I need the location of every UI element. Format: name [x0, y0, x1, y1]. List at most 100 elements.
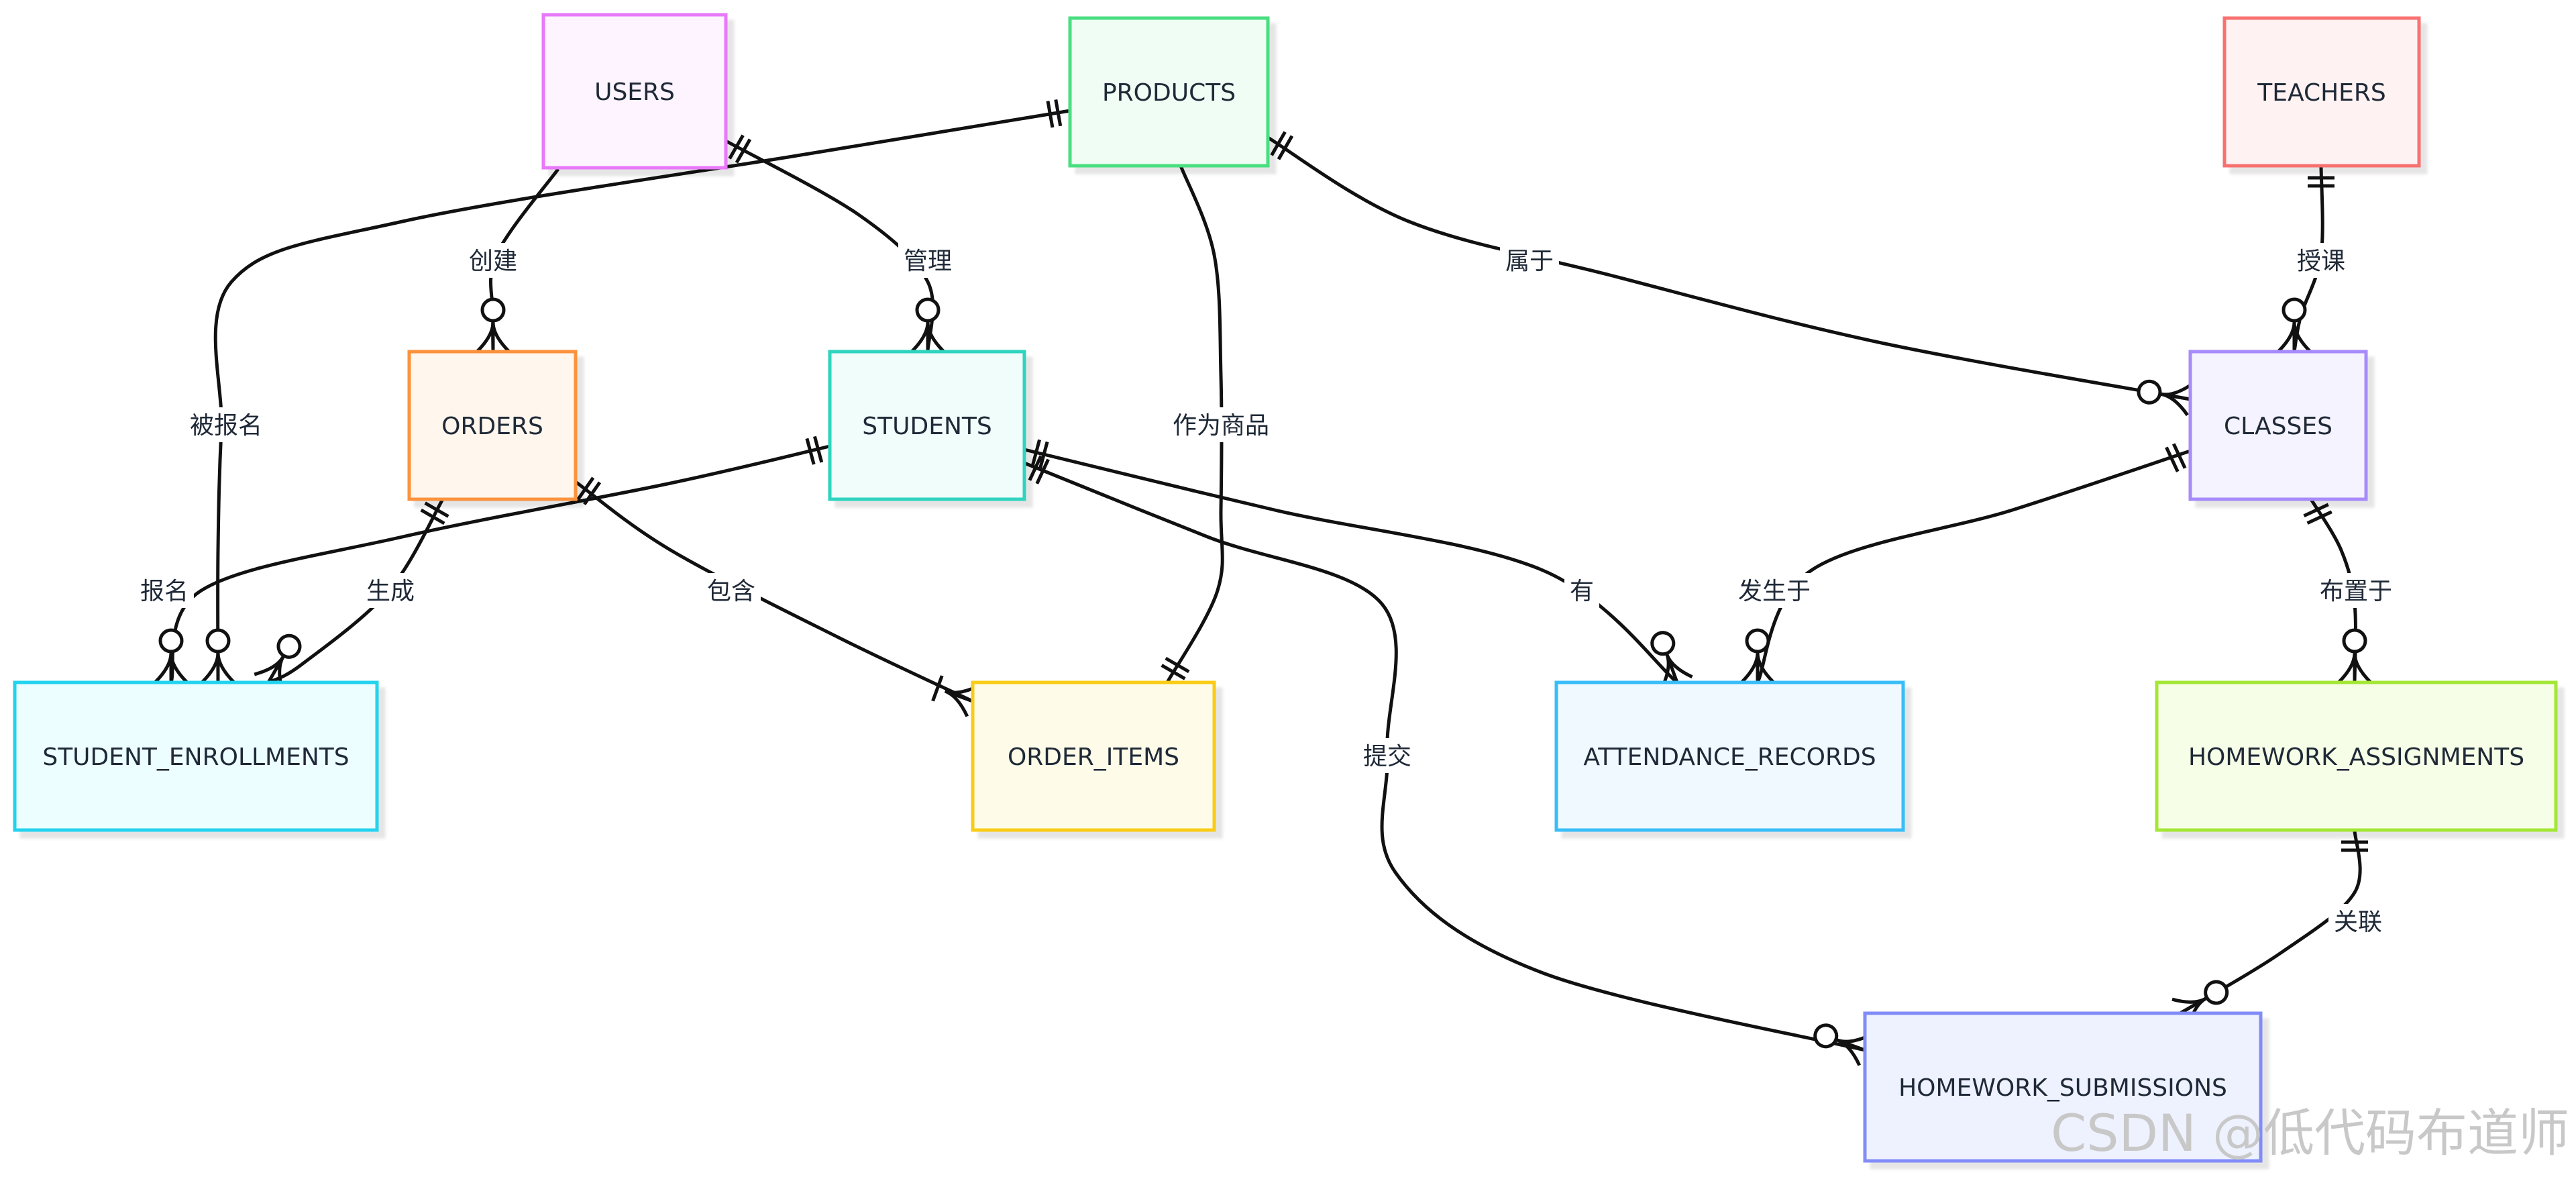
entity-box — [1554, 680, 1905, 832]
label-background — [702, 573, 761, 608]
cardinality-markers — [154, 99, 2372, 1066]
relationship-label-students-attendance: 有 — [1564, 573, 1599, 608]
relationship-label-text: 被报名 — [190, 412, 262, 440]
entity-attendance-records[interactable]: ATTENDANCE_RECORDS — [1554, 680, 1905, 832]
entity-teachers[interactable]: TEACHERS — [2222, 16, 2421, 168]
relationship-label-users-students: 管理 — [898, 243, 957, 278]
label-background — [135, 573, 194, 608]
many-cardinality-marker — [201, 628, 235, 684]
entity-boxes: USERS PRODUCTS TEACHERS ORDERS STUDENTS CLASS… — [13, 13, 2558, 1163]
many-cardinality-marker — [1740, 628, 1775, 684]
relationship-label-orders-enrollments: 生成 — [361, 573, 420, 608]
one-cardinality-marker — [2308, 176, 2334, 188]
entity-student-enrollments[interactable]: STUDENT_ENROLLMENTS — [13, 680, 379, 832]
entity-name: HOMEWORK_ASSIGNMENTS — [2188, 744, 2524, 771]
label-background — [1731, 573, 1817, 608]
one-cardinality-marker — [2303, 503, 2332, 525]
relationship-line-classes-attendance — [1756, 449, 2191, 684]
relationship-label-text: 作为商品 — [1173, 412, 1269, 440]
relationship-label-text: 授课 — [2297, 248, 2345, 275]
entity-box — [13, 680, 379, 832]
label-background — [1500, 243, 1559, 278]
entity-name: USERS — [594, 79, 675, 106]
entity-students[interactable]: STUDENTS — [828, 350, 1026, 501]
entity-box — [2222, 16, 2421, 168]
entity-name: ORDER_ITEMS — [1008, 744, 1179, 771]
entity-users[interactable]: USERS — [541, 13, 728, 170]
entity-box — [971, 680, 1216, 832]
relationship-label-products-order-items: 作为商品 — [1165, 407, 1277, 442]
entity-box — [1863, 1011, 2263, 1163]
one-cardinality-marker — [728, 134, 752, 164]
entity-name: ORDERS — [441, 413, 543, 440]
relationship-label-homework-submissions: 关联 — [2328, 904, 2387, 939]
entity-orders[interactable]: ORDERS — [407, 350, 578, 501]
entity-products[interactable]: PRODUCTS — [1068, 16, 1270, 168]
entity-homework-assignments[interactable]: HOMEWORK_ASSIGNMENTS — [2155, 680, 2558, 832]
one-cardinality-marker — [805, 435, 824, 465]
relationship-label-students-enrollments: 报名 — [135, 573, 194, 608]
entity-order-items[interactable]: ORDER_ITEMS — [971, 680, 1216, 832]
relationship-label-products-classes: 属于 — [1500, 243, 1559, 278]
relationship-label-text: 有 — [1570, 578, 1594, 605]
relationship-line-orders-enrollments — [267, 498, 445, 684]
relationship-label-text: 发生于 — [1738, 578, 1811, 605]
watermark: CSDN @低代码布道师 — [2051, 1103, 2569, 1163]
many-cardinality-marker — [1813, 1023, 1872, 1066]
relationship-label-classes-attendance: 发生于 — [1731, 573, 1817, 608]
relationship-label-text: 关联 — [2334, 909, 2382, 936]
entity-classes[interactable]: CLASSES — [2188, 350, 2368, 501]
label-background — [361, 573, 420, 608]
entity-box — [1068, 16, 1270, 168]
entity-box — [541, 13, 728, 170]
label-background — [464, 243, 523, 278]
entity-box — [828, 350, 1026, 501]
one-cardinality-marker — [420, 501, 449, 525]
many-cardinality-marker — [2137, 379, 2194, 417]
one-cardinality-marker — [576, 476, 602, 506]
relationship-label-teachers-classes: 授课 — [2292, 243, 2351, 278]
label-background — [183, 407, 269, 442]
relationship-line-products-enrollments — [213, 109, 1071, 683]
label-background — [2328, 904, 2387, 939]
many-cardinality-marker — [2277, 297, 2312, 353]
relationship-label-text: 属于 — [1505, 248, 1554, 275]
entity-name: STUDENT_ENROLLMENTS — [42, 744, 349, 771]
many-cardinality-marker — [910, 297, 945, 353]
relationship-label-text: 创建 — [469, 248, 517, 275]
relationship-label-orders-order-items: 包含 — [702, 573, 761, 608]
entity-box — [2188, 350, 2368, 501]
one-cardinality-marker — [1028, 455, 1050, 484]
label-background — [2292, 243, 2351, 278]
many-cardinality-marker — [476, 297, 511, 353]
one-cardinality-marker — [1030, 439, 1049, 468]
label-background — [1165, 407, 1277, 442]
label-background — [898, 243, 957, 278]
entity-box — [407, 350, 578, 501]
label-background — [2313, 573, 2399, 608]
one-cardinality-marker — [2165, 443, 2187, 472]
label-background — [1564, 573, 1599, 608]
one-cardinality-marker — [1161, 656, 1190, 680]
relationship-line-orders-order-items — [574, 480, 974, 703]
entity-name: STUDENTS — [862, 413, 991, 440]
label-background — [1358, 738, 1417, 773]
relationship-label-text: 布置于 — [2320, 578, 2392, 605]
entity-name: TEACHERS — [2257, 79, 2386, 107]
relationship-label-text: 提交 — [1363, 743, 1411, 770]
relationship-line-products-classes — [1267, 136, 2191, 401]
relationship-label-users-orders: 创建 — [464, 243, 523, 278]
relationship-label-text: 包含 — [707, 578, 755, 605]
entity-name: PRODUCTS — [1102, 79, 1236, 107]
entity-homework-submissions[interactable]: HOMEWORK_SUBMISSIONS — [1863, 1011, 2263, 1163]
many-cardinality-marker — [154, 628, 189, 684]
relationship-label-text: 报名 — [140, 578, 189, 605]
entity-name: HOMEWORK_SUBMISSIONS — [1898, 1074, 2227, 1102]
one-cardinality-marker — [2341, 840, 2368, 852]
relationship-label-text: 生成 — [366, 578, 415, 605]
many-cardinality-marker — [2337, 628, 2372, 684]
entity-name: ATTENDANCE_RECORDS — [1583, 744, 1876, 771]
one-cardinality-marker — [1270, 131, 1294, 160]
relationship-label-classes-homework: 布置于 — [2313, 573, 2399, 608]
